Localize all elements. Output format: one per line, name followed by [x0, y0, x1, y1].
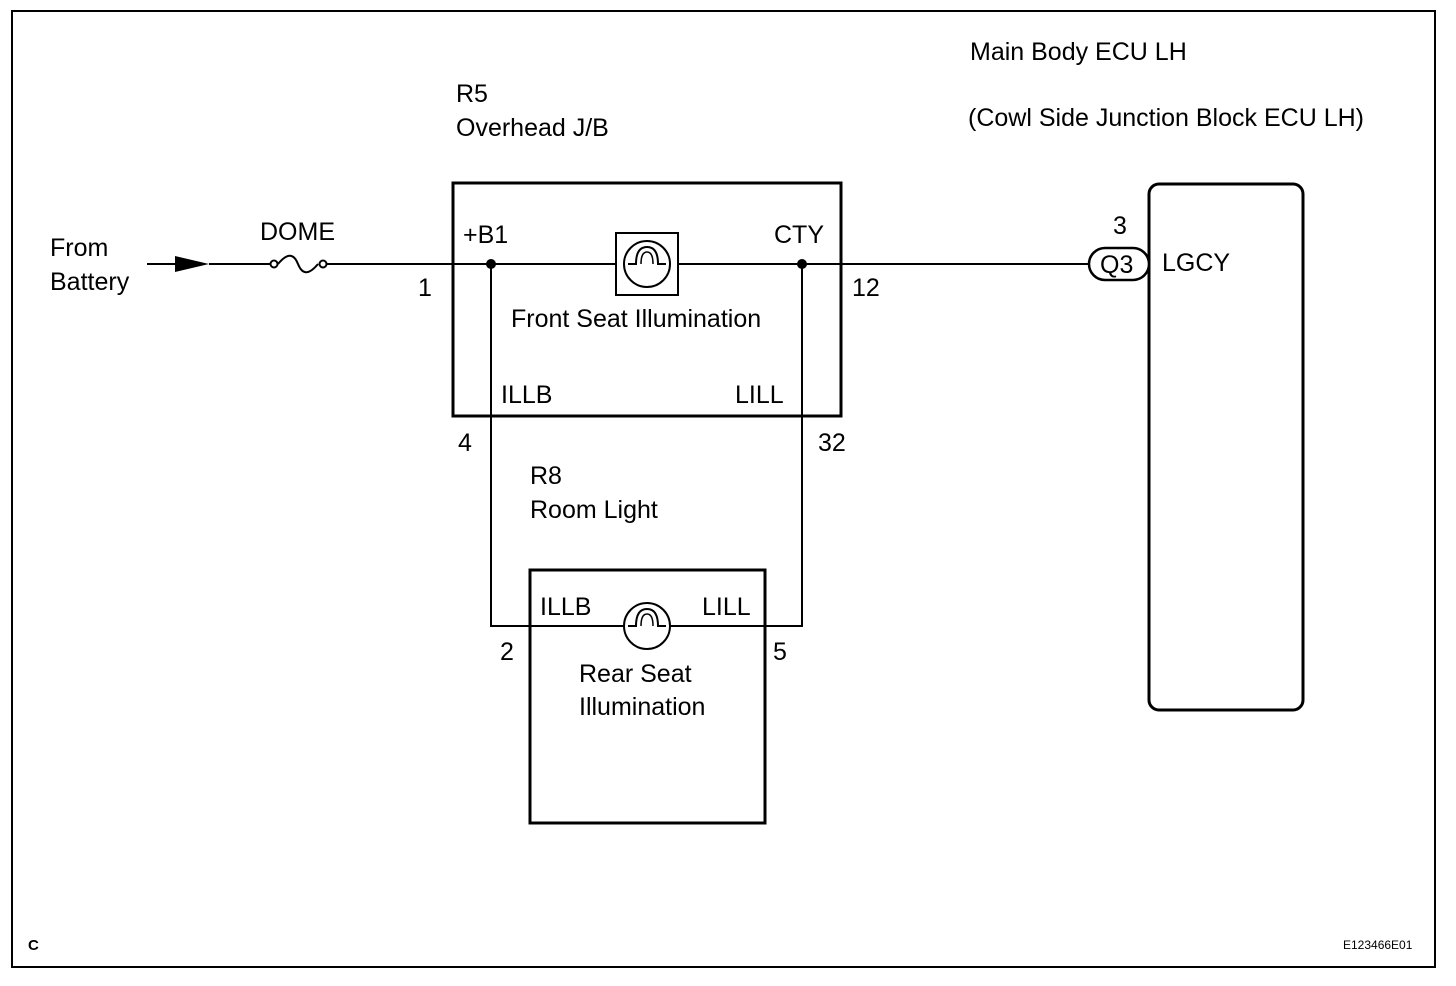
ecu-pin-number: 3	[1113, 212, 1127, 240]
lill-wire	[765, 264, 803, 627]
front-seat-lamp-label: Front Seat Illumination	[511, 305, 761, 333]
jb-pin-b1-number: 1	[418, 274, 432, 302]
jb-pin-illb-number: 4	[458, 429, 472, 457]
room-light-code: R8	[530, 462, 562, 490]
room-light-pin-lill-label: LILL	[702, 593, 751, 621]
front-seat-lamp-icon	[615, 232, 679, 296]
jb-pin-lill-number: 32	[818, 429, 846, 457]
room-light-pin-illb-label: ILLB	[540, 593, 591, 621]
figure-code: E123466E01	[1343, 938, 1413, 952]
battery-arrow-icon	[147, 256, 209, 272]
illb-wire	[490, 264, 530, 627]
ecu-title: Main Body ECU LH	[970, 38, 1187, 66]
room-light-pin-illb-number: 2	[500, 638, 514, 666]
ecu-box	[1147, 182, 1305, 712]
room-light-box	[528, 568, 767, 825]
ecu-connector-label: Q3	[1100, 251, 1133, 279]
diagram-frame	[11, 10, 1436, 968]
fuse-label: DOME	[260, 218, 335, 246]
rear-seat-lamp-label-line2: Illumination	[579, 693, 705, 721]
room-light-name: Room Light	[530, 496, 658, 524]
source-label-line2: Battery	[50, 268, 130, 296]
rear-seat-lamp-icon	[623, 602, 671, 650]
jb-pin-b1-label: +B1	[463, 221, 508, 249]
overhead-jb-code: R5	[456, 80, 488, 108]
jb-pin-lill-label: LILL	[735, 381, 784, 409]
source-label-line1: From	[50, 234, 108, 262]
room-light-pin-lill-number: 5	[773, 638, 787, 666]
jb-pin-cty-number: 12	[852, 274, 880, 302]
ecu-connector-icon	[1087, 246, 1151, 282]
overhead-jb-name: Overhead J/B	[456, 114, 609, 142]
ecu-pin-label: LGCY	[1162, 249, 1230, 277]
corner-letter: C	[28, 937, 39, 954]
fuse-icon	[269, 254, 328, 274]
overhead-jb-box	[451, 181, 843, 418]
jb-pin-cty-label: CTY	[774, 221, 824, 249]
rear-seat-lamp-label-line1: Rear Seat	[579, 660, 692, 688]
ecu-subtitle: (Cowl Side Junction Block ECU LH)	[968, 104, 1364, 132]
jb-pin-illb-label: ILLB	[501, 381, 552, 409]
